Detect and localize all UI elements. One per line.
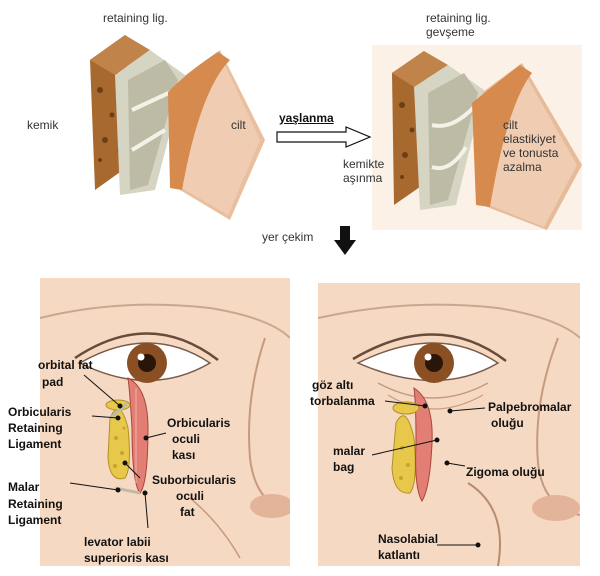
goz-alti-label: göz altı — [312, 378, 354, 392]
orbicularis-oculi-label: Orbicularis — [167, 416, 231, 430]
malar-retaining-label: Retaining — [8, 497, 63, 511]
torbalanma-label: torbalanma — [310, 394, 375, 408]
cilt-aged-label: cilt — [503, 118, 518, 132]
left-leader-lines — [69, 374, 167, 529]
malar-label: Malar — [8, 480, 40, 494]
levator-label: levator labii — [84, 535, 151, 549]
aged-face-illustration — [318, 283, 580, 566]
azalma-label: azalma — [503, 160, 542, 174]
malar-ligament-label: Ligament — [8, 513, 62, 527]
kemik-label: kemik — [27, 118, 59, 132]
malar-bag-label: malar — [333, 444, 366, 458]
gravity-arrow-icon — [334, 226, 356, 255]
aged-tissue-illustration — [372, 45, 582, 230]
oculi-label: oculi — [172, 432, 201, 446]
yaslanma-label: yaşlanma — [279, 111, 334, 125]
young-face-illustration — [40, 278, 290, 566]
palpebromalar-label: Palpebromalar — [488, 400, 572, 414]
katlanti-label: katlantı — [378, 548, 421, 562]
bag-label: bag — [333, 460, 355, 474]
suborbicularis-label: Suborbicularis — [152, 473, 237, 487]
orbital-fat-label: orbital fat — [38, 358, 93, 372]
nasolabial-label: Nasolabial — [378, 532, 439, 546]
retaining-lig-label-aged: retaining lig. — [426, 11, 491, 25]
tonusta-label: ve tonusta — [503, 146, 559, 160]
ligament-label: Ligament — [8, 437, 62, 451]
kasi-label: kası — [172, 448, 196, 462]
kemikte-label: kemikte — [343, 157, 385, 171]
retaining-lig-label: retaining lig. — [103, 11, 168, 25]
suborb-oculi-label: oculi — [176, 489, 205, 503]
right-leader-lines — [371, 400, 486, 548]
aging-arrow-icon — [276, 126, 372, 148]
superioris-label: superioris kası — [84, 551, 169, 565]
suborb-fat-label: fat — [180, 505, 195, 519]
gevseme-label: gevşeme — [426, 25, 475, 39]
asinma-label: aşınma — [343, 171, 383, 185]
olugu-label: oluğu — [491, 416, 524, 430]
zigoma-label: Zigoma oluğu — [466, 465, 545, 479]
young-tissue-illustration — [70, 20, 265, 220]
yer-cekim-label: yer çekim — [262, 230, 314, 244]
cilt-label: cilt — [231, 118, 246, 132]
pad-label: pad — [42, 375, 64, 389]
retaining-label: Retaining — [8, 421, 63, 435]
elastikiyet-label: elastikiyet — [503, 132, 556, 146]
orbicularis-retaining-label: Orbicularis — [8, 405, 72, 419]
